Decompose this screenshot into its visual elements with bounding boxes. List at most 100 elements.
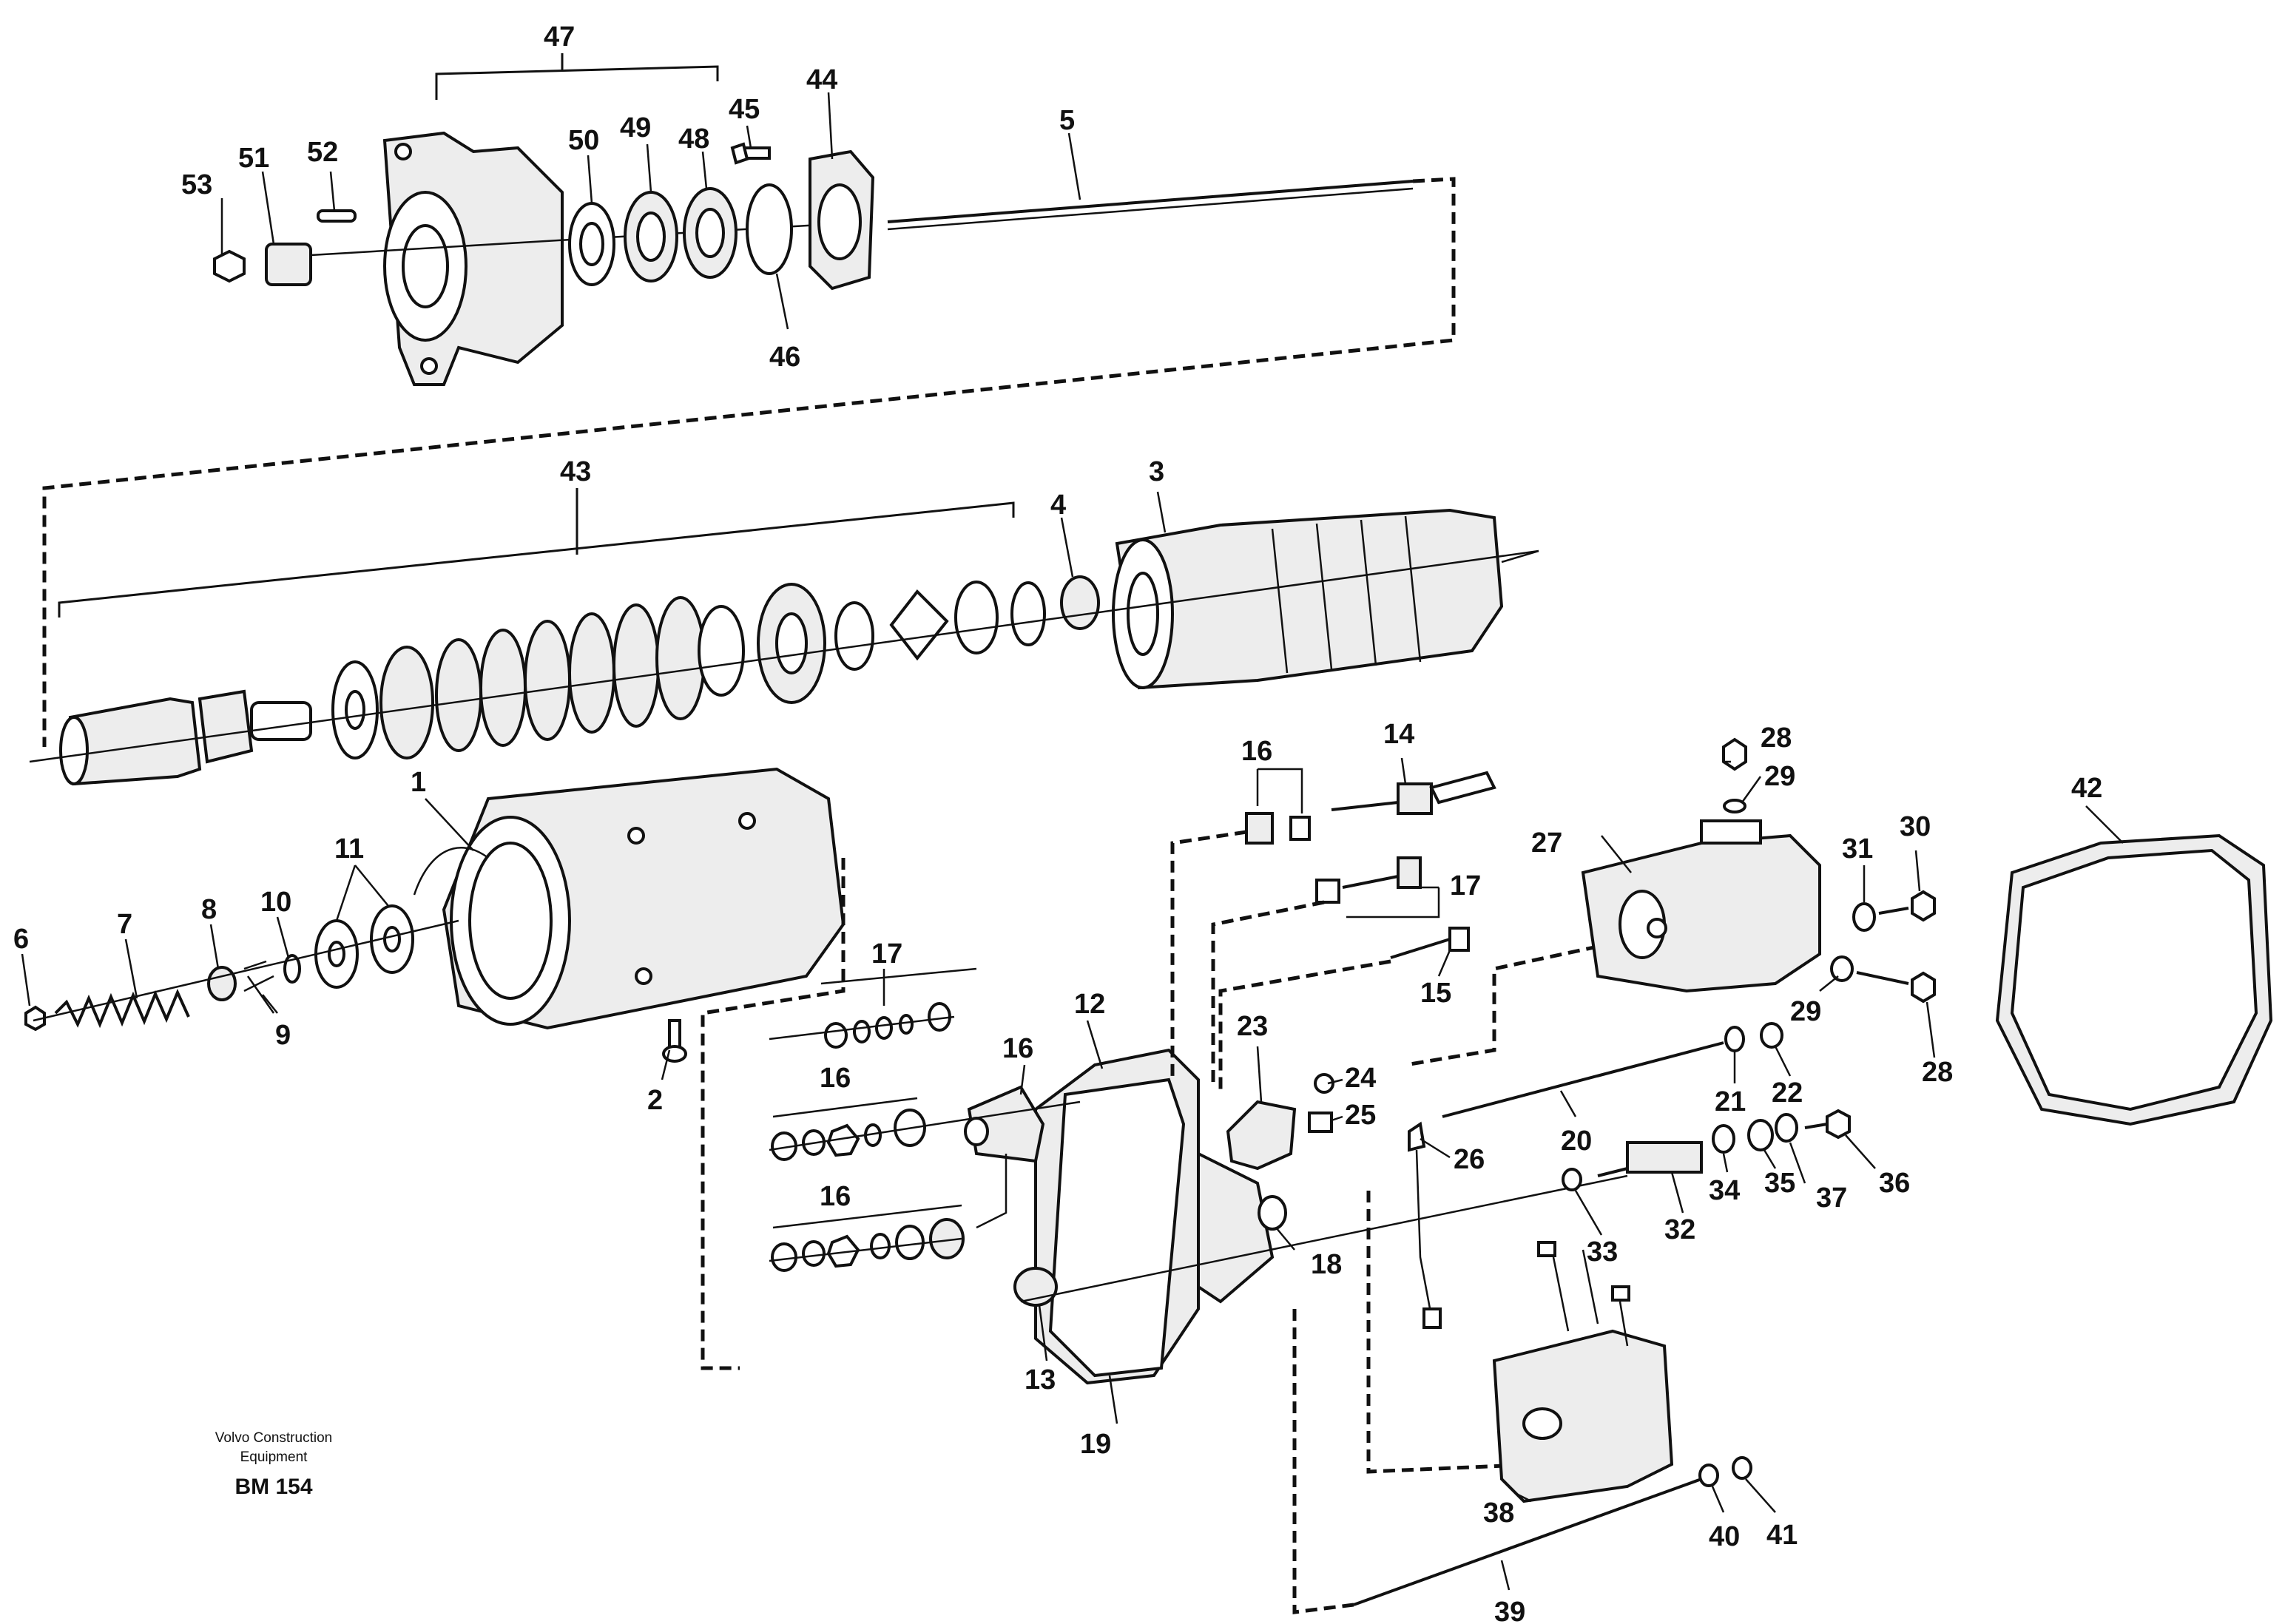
callout-53: 53 (181, 169, 212, 200)
screw-28-lower (1911, 971, 1936, 1004)
callout-48: 48 (678, 124, 709, 155)
lead-9 (243, 960, 274, 992)
bush-8 (207, 966, 237, 1001)
callout-23: 23 (1237, 1011, 1268, 1042)
bolt-15 (1390, 938, 1451, 959)
terminal-hardware-16-upper (824, 1002, 951, 1049)
callout-20: 20 (1561, 1126, 1592, 1157)
callout-42: 42 (2071, 773, 2102, 804)
lead-26 (1408, 1121, 1426, 1152)
callout-14: 14 (1383, 719, 1414, 750)
nut-35 (1747, 1119, 1774, 1151)
washer-31 (1852, 902, 1876, 932)
brand-line-1: Volvo Construction (215, 1430, 332, 1446)
callout-29a: 29 (1764, 761, 1795, 792)
screw-30 (1911, 890, 1936, 922)
solenoid-27 (1581, 833, 1821, 993)
spring-7 (54, 988, 190, 1029)
callout-16d: 16 (1241, 736, 1272, 767)
callout-35: 35 (1764, 1168, 1795, 1199)
washer-29-top (1723, 799, 1746, 813)
callout-11: 11 (334, 833, 364, 865)
callout-39: 39 (1494, 1597, 1525, 1624)
callout-27: 27 (1531, 828, 1562, 859)
drive-end-housing-group (42, 53, 1456, 747)
bushing-18 (1258, 1195, 1287, 1231)
callout-16c: 16 (1002, 1033, 1033, 1064)
nut-6 (24, 1005, 46, 1032)
terminal-17 (1315, 879, 1340, 904)
callout-2: 2 (647, 1085, 663, 1116)
solenoid-group (1353, 737, 2273, 1606)
leader-lines (21, 92, 2124, 1591)
callout-24: 24 (1345, 1063, 1376, 1094)
brush-plate-19 (1048, 1077, 1186, 1378)
callout-38: 38 (1483, 1498, 1514, 1529)
callout-44: 44 (806, 64, 837, 95)
callout-49: 49 (620, 112, 651, 143)
washer-29-lower (1830, 955, 1854, 982)
callout-3: 3 (1149, 456, 1164, 487)
callout-30: 30 (1900, 811, 1931, 842)
callout-37: 37 (1816, 1183, 1847, 1214)
callout-40: 40 (1709, 1521, 1740, 1552)
callout-46: 46 (769, 342, 800, 373)
callout-19: 19 (1080, 1429, 1111, 1460)
nut-21 (1724, 1026, 1745, 1052)
terminal-hardware-16-middle (771, 1109, 926, 1161)
callout-9: 9 (275, 1020, 291, 1051)
callout-41: 41 (1766, 1520, 1798, 1551)
callout-17b: 17 (1450, 870, 1481, 901)
brand-line-2: Equipment (240, 1449, 308, 1465)
bushing-4 (1060, 575, 1100, 630)
bushing-13 (1013, 1267, 1058, 1307)
callout-18: 18 (1311, 1249, 1342, 1280)
through-bolt-5 (887, 180, 1414, 223)
callout-8: 8 (201, 894, 217, 925)
brush-holder-23 (1226, 1100, 1297, 1171)
callout-43: 43 (560, 456, 591, 487)
callout-28a: 28 (1761, 723, 1792, 754)
washer-41 (1732, 1456, 1752, 1480)
callout-29b: 29 (1790, 996, 1821, 1027)
callout-10: 10 (260, 887, 291, 918)
terminal-hardware-16-lower (771, 1218, 965, 1272)
washer-10 (283, 954, 301, 984)
callout-25: 25 (1345, 1100, 1376, 1131)
callout-45: 45 (729, 94, 760, 125)
lead-14 (1331, 801, 1399, 811)
washer-33 (1562, 1168, 1582, 1191)
callout-52: 52 (307, 137, 338, 168)
terminal-block-16 (1245, 812, 1274, 845)
callout-26: 26 (1454, 1144, 1485, 1175)
callout-13: 13 (1025, 1364, 1056, 1395)
field-yoke-group (24, 767, 846, 1370)
callout-16b: 16 (820, 1181, 851, 1212)
callout-31: 31 (1842, 833, 1873, 865)
callout-7: 7 (117, 909, 132, 940)
callout-15: 15 (1420, 978, 1451, 1009)
nut-40 (1698, 1464, 1719, 1487)
callout-17a: 17 (871, 938, 902, 970)
screw-28-top (1722, 737, 1747, 771)
callout-33: 33 (1587, 1236, 1618, 1268)
screw-24 (1314, 1073, 1334, 1094)
clip-25 (1308, 1112, 1333, 1133)
lead-39 (1353, 1478, 1702, 1606)
callout-36: 36 (1879, 1168, 1910, 1199)
key-52 (317, 209, 357, 223)
callout-5: 5 (1059, 105, 1075, 136)
nut-22 (1760, 1022, 1783, 1049)
callout-28b: 28 (1922, 1057, 1953, 1088)
rod-20 (1442, 1041, 1724, 1118)
terminal-bracket-16 (967, 1085, 1045, 1163)
callout-21: 21 (1715, 1086, 1746, 1117)
callout-4: 4 (1050, 490, 1066, 521)
commutator-end-group (769, 771, 1628, 1614)
callout-22: 22 (1772, 1077, 1803, 1109)
callout-1: 1 (411, 767, 426, 798)
callout-12: 12 (1074, 989, 1105, 1020)
relay-38 (1492, 1329, 1674, 1503)
nut-37 (1775, 1113, 1798, 1143)
